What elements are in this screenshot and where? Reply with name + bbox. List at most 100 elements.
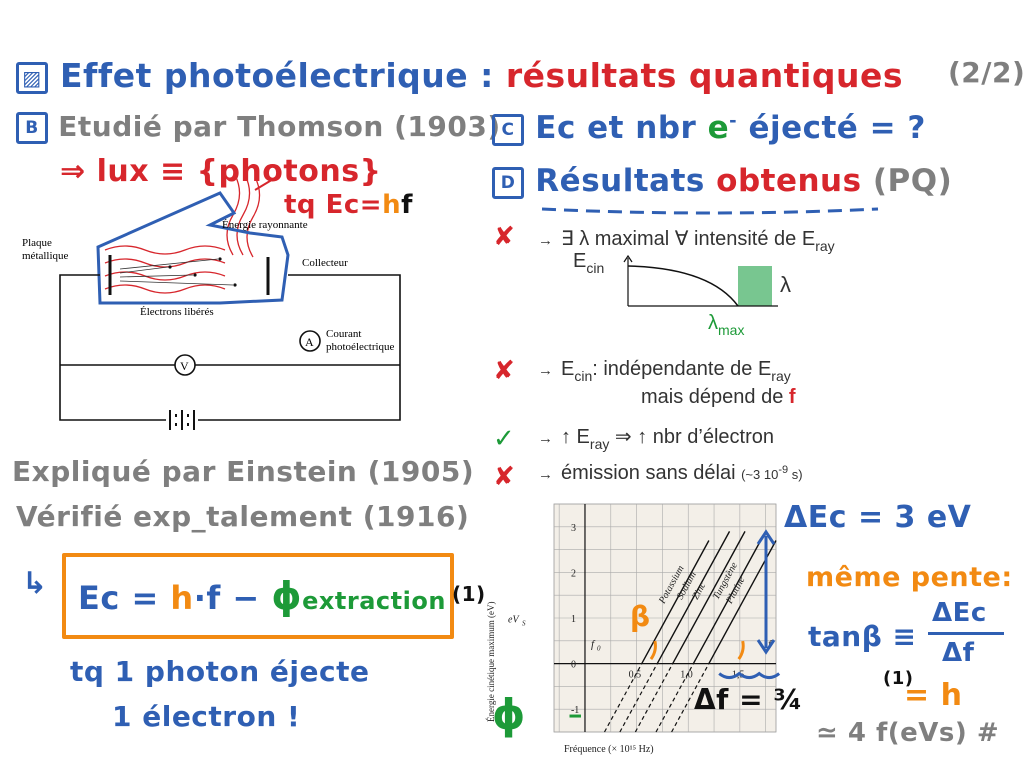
result-2-main: E <box>561 358 575 380</box>
result-3-main: ↑ E <box>561 426 590 448</box>
title-part1: Effet photoélectrique : <box>60 56 494 95</box>
y-tick-label: 3 <box>571 523 576 534</box>
formula-phi-sub: extraction <box>302 587 446 615</box>
series-line-1 <box>656 531 731 664</box>
courant-label-1: Courant <box>326 328 361 340</box>
beta-arc-1 <box>649 640 657 660</box>
plaque-label-2: métallique <box>22 250 69 262</box>
x-tick-label: 1,0 <box>680 670 693 681</box>
series-extrapolation-1 <box>619 663 658 733</box>
formula-phi: ϕ <box>271 574 303 618</box>
series-extrapolation-2 <box>634 663 674 733</box>
photon-electron-line1: tq 1 photon éjecte <box>70 655 370 688</box>
photon-energy-prefix: tq Ec= <box>284 190 383 220</box>
einstein-formula: Ec = h·f − ϕextraction <box>78 574 446 618</box>
result-4-text: →émission sans délai (~3 10-9 s) <box>538 462 803 485</box>
electrons <box>168 257 237 287</box>
header: ▨ Effet photoélectrique : résultats quan… <box>16 56 903 95</box>
chart-axes <box>554 504 776 732</box>
courant-label-2: photoélectrique <box>326 341 395 353</box>
formula-number: (1) <box>452 582 486 606</box>
vacuum-tube <box>96 191 290 305</box>
section-b-title: Etudié par Thomson (1903) <box>58 110 501 143</box>
result-4-small: (~3 10 <box>741 467 779 482</box>
result-2-mark: ✘ <box>493 356 516 386</box>
delta-f-brace <box>718 671 781 680</box>
lambda-max-sub: max <box>718 322 745 338</box>
result-2-sub: cin <box>574 368 593 384</box>
result-4-mark: ✘ <box>493 462 516 492</box>
result-1-mark: ✘ <box>493 222 516 252</box>
photoelectric-apparatus-diagram: A V Énergie rayonnante Plaque métallique… <box>22 174 401 430</box>
result-4-small-end: s) <box>788 467 803 482</box>
result-3-mark: ✓ <box>493 424 516 454</box>
section-c-heading: C Ec et nbr e- éjecté = ? <box>492 110 926 146</box>
hatched-box-icon: ▨ <box>16 61 48 94</box>
lambda-max-region <box>738 266 772 306</box>
y-tick-label: -1 <box>571 705 579 716</box>
frequency-f: f <box>401 190 413 220</box>
lambda-max-label: λmax <box>708 312 744 338</box>
einstein-formula-box <box>62 553 454 639</box>
result-2-main2: : indépendante de E <box>592 358 772 380</box>
section-c-icon: C <box>492 113 524 146</box>
delta-ec-arrow <box>756 529 776 655</box>
beta-label: β <box>630 600 651 633</box>
ecin-curve <box>627 265 739 307</box>
result-2-sub2: ray <box>771 368 791 384</box>
result-1-arrow: → <box>538 232 553 249</box>
energie-label: Énergie rayonnante <box>222 219 308 231</box>
section-d-heading: D Résultats obtenus (PQ) <box>492 163 952 199</box>
chart-series <box>603 531 777 733</box>
voltmeter <box>174 354 196 376</box>
pente-approx: ≃ 4 f(eVs) # <box>816 718 1000 748</box>
einstein-line1: Expliqué par Einstein (1905) <box>12 455 475 488</box>
mini-graph-ylabel: Ecin <box>573 250 604 276</box>
result-2-arrow: → <box>538 362 553 379</box>
series-line-2 <box>672 531 746 664</box>
beta-arc-2 <box>737 640 745 660</box>
lambda-max-mini-graph <box>623 254 778 307</box>
delta-ec-label: ΔEc = 3 eV <box>784 500 972 535</box>
formula-f: ·f <box>193 579 221 617</box>
series-extrapolation-0 <box>603 663 643 733</box>
evs-label: eV <box>508 615 520 626</box>
delta-ec-num: ΔEc <box>932 598 987 628</box>
electron-e: e <box>707 110 730 146</box>
section-d-title-1: Résultats <box>535 163 705 199</box>
plaque-label-1: Plaque <box>22 237 52 249</box>
mini-ylabel-sub: cin <box>586 260 605 276</box>
page-number: (2/2) <box>948 56 1024 89</box>
photon-energy-note: tq Ec=hf <box>284 190 413 220</box>
f0-sub: 0 <box>597 645 601 653</box>
result-3-text: →↑ Eray ⇒ ↑ nbr d’électron <box>538 424 774 452</box>
circuit-wires <box>59 274 401 421</box>
section-d-title-2: obtenus <box>716 163 862 199</box>
phi-label: ϕ <box>492 690 526 739</box>
x-tick-label: 0,5 <box>629 670 642 681</box>
lux-photons-note: ⇒ lux ≡ {photons} <box>60 154 382 189</box>
result-3-arrow: → <box>538 430 553 447</box>
planck-h: h <box>382 190 402 220</box>
result-3-sub: ray <box>589 436 610 452</box>
result-1-main: ∃ λ maximal ∀ intensité de E <box>561 228 816 250</box>
section-c-prefix: Ec et nbr <box>535 110 697 146</box>
result-4-arrow: → <box>538 466 553 483</box>
result-1-text: →∃ λ maximal ∀ intensité de Eray <box>538 226 835 254</box>
x-axis-title: Fréquence (× 10¹⁵ Hz) <box>564 744 654 755</box>
ammeter <box>299 330 321 352</box>
y-tick-label: 1 <box>571 614 576 625</box>
y-axis-title: Énergie cinétique maximum (eV) <box>486 601 496 722</box>
pente-eq-h: = h <box>904 678 963 713</box>
fraction-bar <box>928 632 1004 635</box>
collecteur-label: Collecteur <box>302 257 348 269</box>
result-4-sup: -9 <box>778 464 789 476</box>
ammeter-label: A <box>305 335 314 349</box>
y-tick-label: 0 <box>571 660 576 671</box>
title-part2: résultats quantiques <box>505 56 903 95</box>
dashed-underline <box>541 207 879 215</box>
mini-ylabel: E <box>573 250 587 272</box>
meme-pente-title: même pente: <box>806 562 1013 593</box>
section-c-suffix: éjecté = ? <box>748 110 926 146</box>
pente-ref: (1) <box>883 668 914 689</box>
